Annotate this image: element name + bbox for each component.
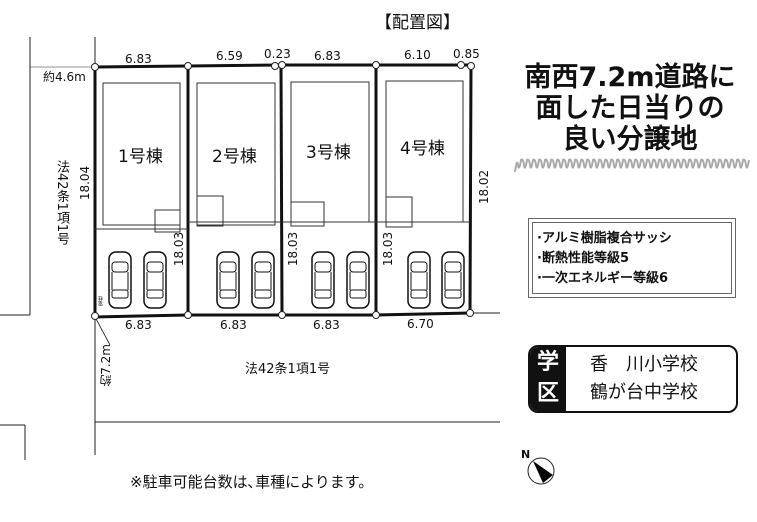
car-icon <box>441 251 465 309</box>
west-road-width: 約4.6m <box>43 70 86 84</box>
headline-line-2: 面した日当りの <box>535 93 725 124</box>
lot4-bottom-dimension: 6.70 <box>407 317 434 331</box>
lot1-top-dimension: 6.83 <box>125 52 152 66</box>
buildings <box>95 80 470 233</box>
lot2-top-extra-dimension: 0.23 <box>264 47 291 61</box>
lot3-top-dimension: 6.83 <box>314 49 341 63</box>
lot2-top-dimension: 6.59 <box>216 49 243 63</box>
lot1-bottom-dimension: 6.83 <box>125 318 152 332</box>
car-icon <box>216 251 240 309</box>
lot3-label: 3号棟 <box>306 143 351 163</box>
spec-item: ·断熱性能等級5 <box>537 251 629 266</box>
lot1-2-depth-dimension: 18.03 <box>172 231 187 267</box>
school-district-label: 学 区 <box>530 347 566 411</box>
lot2-3-depth-dimension: 18.03 <box>286 231 301 267</box>
school-label-char: 学 <box>536 350 559 375</box>
north-label: N <box>521 448 531 461</box>
page-title: 【配置図】 <box>375 13 460 33</box>
north-arrow-icon <box>527 457 555 485</box>
specs-box: ·アルミ樹脂複合サッシ ·断熱性能等級5 ·一次エネルギー等級6 <box>528 218 736 298</box>
lot4-top-extra-dimension: 0.85 <box>453 47 480 61</box>
school-label-char: 区 <box>536 381 559 406</box>
lot2-bottom-dimension: 6.83 <box>220 318 247 332</box>
lot4-top-dimension: 6.10 <box>404 48 431 62</box>
headline: 南西7.2m道路に 面した日当りの 良い分譲地 <box>505 62 755 155</box>
car-icon <box>346 251 370 309</box>
car-icon <box>251 251 275 309</box>
utility-pole-label: 電柱 <box>98 296 104 306</box>
lot1-label: 1号棟 <box>118 147 163 167</box>
lot4-label: 4号棟 <box>400 139 445 159</box>
south-road-width: 約7.2m <box>99 344 113 387</box>
elementary-school: 香 川小学校 <box>590 354 698 375</box>
lot3-bottom-dimension: 6.83 <box>313 318 340 332</box>
lot-boundaries <box>93 63 473 319</box>
school-district-box: 学 区 香 川小学校 鶴が台中学校 <box>528 345 738 413</box>
lot2-label: 2号棟 <box>212 147 257 167</box>
car-icon <box>108 251 132 309</box>
parking-spaces <box>108 251 465 309</box>
car-icon <box>407 251 431 309</box>
decorative-wave <box>514 158 750 173</box>
car-icon <box>311 251 335 309</box>
car-icon <box>143 251 167 309</box>
lot3-4-depth-dimension: 18.03 <box>381 231 396 267</box>
right-depth-dimension: 18.02 <box>477 169 492 205</box>
headline-line-3: 良い分譲地 <box>562 124 698 155</box>
left-depth-dimension: 18.04 <box>78 165 93 201</box>
spec-item: ·アルミ樹脂複合サッシ <box>537 231 672 246</box>
south-road-classification: 法42条1項1号 <box>245 362 331 377</box>
spec-item: ·一次エネルギー等級6 <box>537 271 668 286</box>
boundary-markers <box>91 61 475 320</box>
dimension-line <box>94 316 111 346</box>
headline-line-1: 南西7.2m道路に <box>524 62 736 93</box>
parking-note: ※駐車可能台数は､車種によります。 <box>130 473 374 491</box>
west-road-classification: 法42条1項1号 <box>54 160 69 246</box>
junior-high-school: 鶴が台中学校 <box>590 382 698 403</box>
